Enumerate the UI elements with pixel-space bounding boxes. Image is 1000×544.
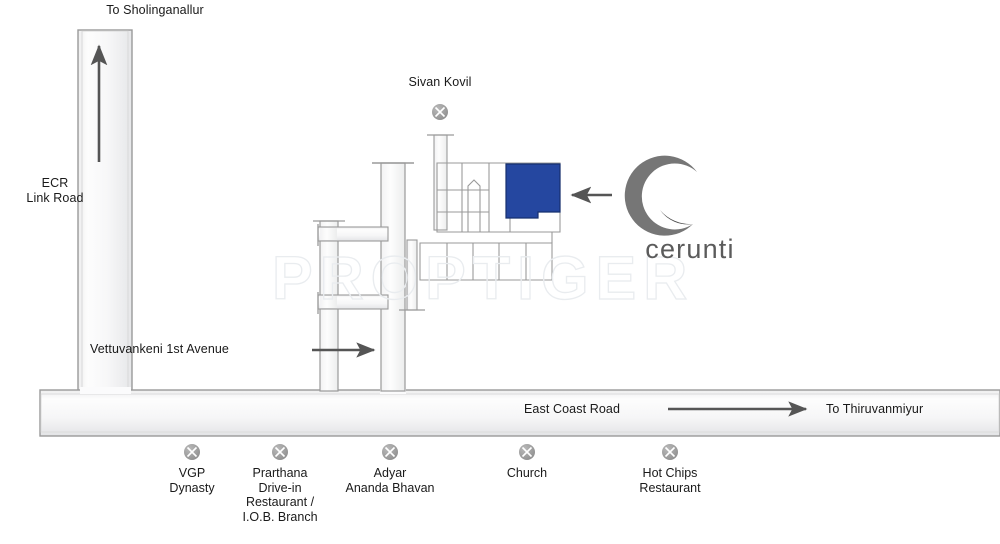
road-ecr-link xyxy=(77,29,133,393)
road-cross-street-lower xyxy=(317,292,389,314)
poi-label-adyar-ananda-bhavan: Adyar Ananda Bhavan xyxy=(345,466,435,495)
road-cross-street-upper xyxy=(317,224,389,246)
poi-label-hot-chips: Hot Chips Restaurant xyxy=(639,466,701,495)
poi-hot-chips: Hot Chips Restaurant xyxy=(600,466,740,495)
poi-adyar-ananda-bhavan: Adyar Ananda Bhavan xyxy=(320,466,460,495)
road-stub-lower xyxy=(399,239,425,311)
poi-label-vgp-dynasty: VGP Dynasty xyxy=(169,466,215,495)
marker-vgp-dynasty xyxy=(184,444,200,460)
label-to-thiruvanmiyur: To Thiruvanmiyur xyxy=(826,402,924,416)
poi-label-church: Church xyxy=(506,466,548,480)
poi-vgp-dynasty: VGP Dynasty xyxy=(122,466,262,495)
site-plot-highlight xyxy=(505,163,561,219)
poi-prarthana: Prarthana Drive-in Restaurant / I.O.B. B… xyxy=(210,466,350,524)
label-east-coast-road: East Coast Road xyxy=(524,402,620,416)
cerunti-brand-name: cerunti xyxy=(645,234,735,264)
poi-church: Church xyxy=(457,466,597,481)
road-sivan-kovil-approach xyxy=(427,134,454,231)
cerunti-logo-mark xyxy=(624,155,697,236)
block-grid-south xyxy=(419,232,553,281)
label-sivan-kovil: Sivan Kovil xyxy=(408,75,472,89)
label-vettuvankeni-1st-avenue: Vettuvankeni 1st Avenue xyxy=(90,342,229,356)
marker-adyar-ananda-bhavan xyxy=(382,444,398,460)
poi-markers xyxy=(184,104,678,460)
marker-hot-chips xyxy=(662,444,678,460)
label-to-sholinganallur: To Sholinganallur xyxy=(106,3,204,17)
road-internal-main-vertical xyxy=(372,162,414,392)
proptiger-watermark: PROPTIGER xyxy=(271,243,695,312)
marker-church xyxy=(519,444,535,460)
label-ecr-link-road: ECR Link Road xyxy=(26,176,84,205)
cerunti-brand: cerunti xyxy=(595,234,785,265)
marker-prarthana xyxy=(272,444,288,460)
poi-label-prarthana: Prarthana Drive-in Restaurant / I.O.B. B… xyxy=(242,466,318,524)
marker-sivan-kovil xyxy=(432,104,448,120)
